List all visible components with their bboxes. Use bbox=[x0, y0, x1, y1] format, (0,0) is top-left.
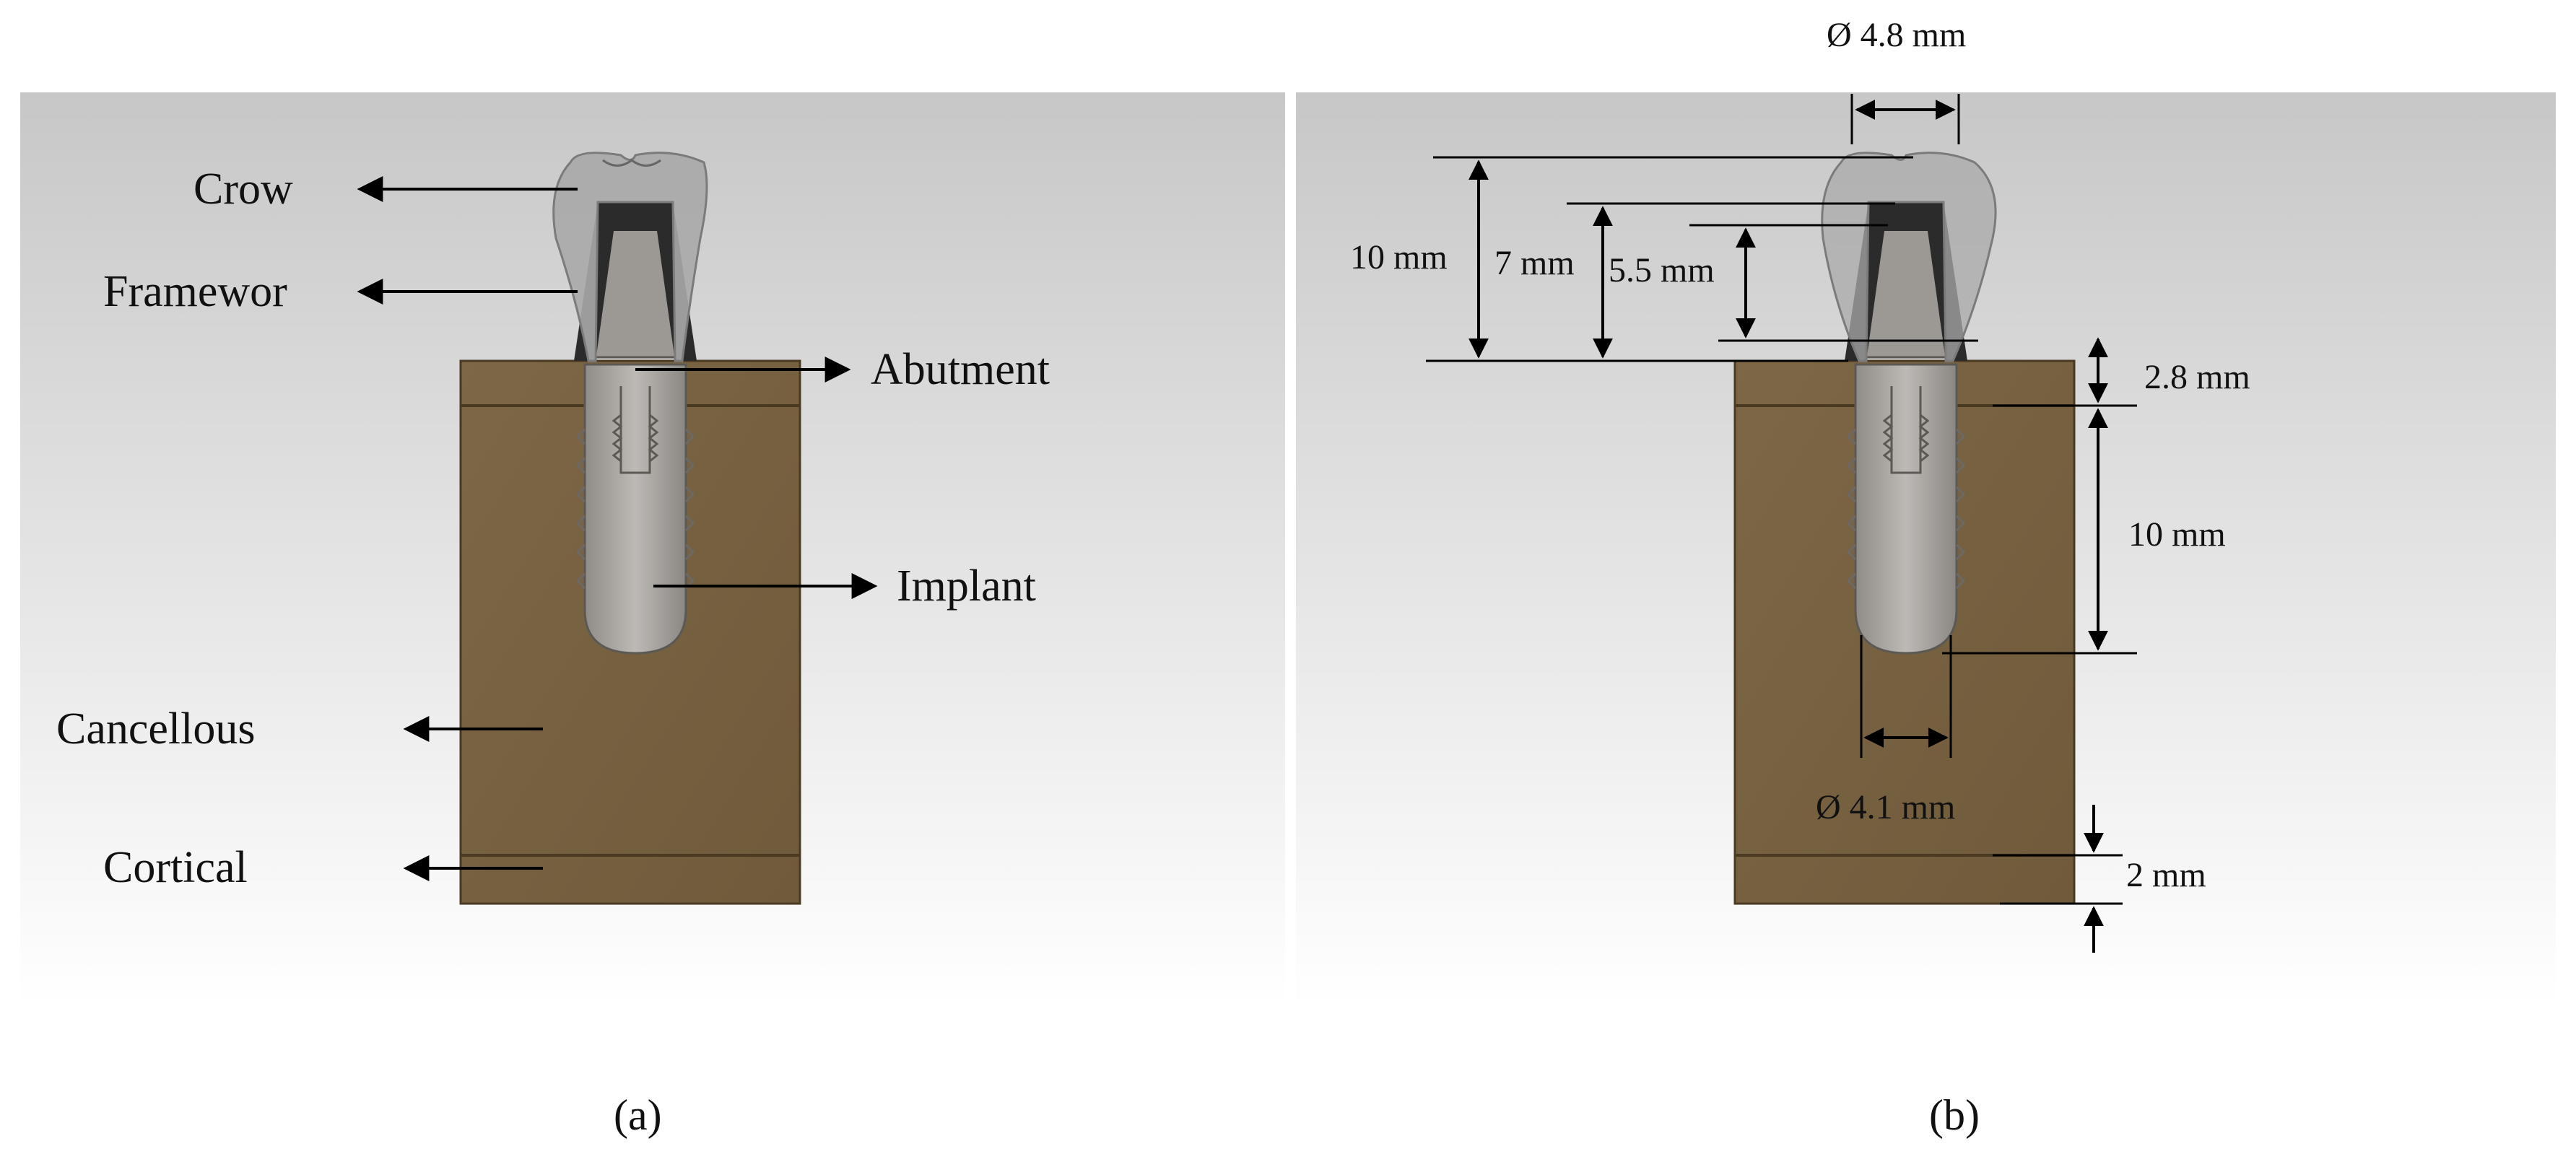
implant-shape-b bbox=[1847, 363, 1965, 655]
cancellous-label: Cancellous bbox=[56, 704, 256, 754]
abutment-height-label: 5.5 mm bbox=[1609, 251, 1715, 289]
crown-shape-b bbox=[1821, 152, 1997, 362]
crown-diameter-label: Ø 4.8 mm bbox=[1827, 16, 1966, 54]
crown-shape bbox=[552, 152, 708, 362]
implant-diameter-label: Ø 4.1 mm bbox=[1816, 788, 1955, 826]
panel-a: Crow Framewor Abutment Implant Cancellou… bbox=[56, 152, 1050, 1139]
cortical-label: Cortical bbox=[103, 843, 248, 892]
panel-b-caption: (b) bbox=[1929, 1091, 1980, 1139]
framework-shape-b bbox=[1845, 202, 1967, 361]
crown-height-label: 10 mm bbox=[1350, 238, 1448, 276]
extension-lines bbox=[1426, 94, 2137, 905]
framework-height-label: 7 mm bbox=[1494, 244, 1575, 282]
implant-length-label: 10 mm bbox=[2128, 515, 2226, 554]
cortical-top-label: 2.8 mm bbox=[2144, 358, 2250, 396]
crow-label: Crow bbox=[193, 165, 293, 214]
abutment-label: Abutment bbox=[871, 345, 1050, 394]
implant-shape bbox=[576, 363, 695, 655]
panel-a-caption: (a) bbox=[614, 1091, 662, 1139]
implant-label: Implant bbox=[897, 562, 1036, 611]
panel-b: Ø 4.8 mm 10 mm 7 mm 5.5 mm 2.8 mm 10 mm … bbox=[1350, 16, 2250, 1139]
cortical-bottom-label: 2 mm bbox=[2126, 856, 2206, 894]
framework-shape bbox=[574, 202, 697, 361]
framewor-label: Framewor bbox=[103, 267, 287, 316]
